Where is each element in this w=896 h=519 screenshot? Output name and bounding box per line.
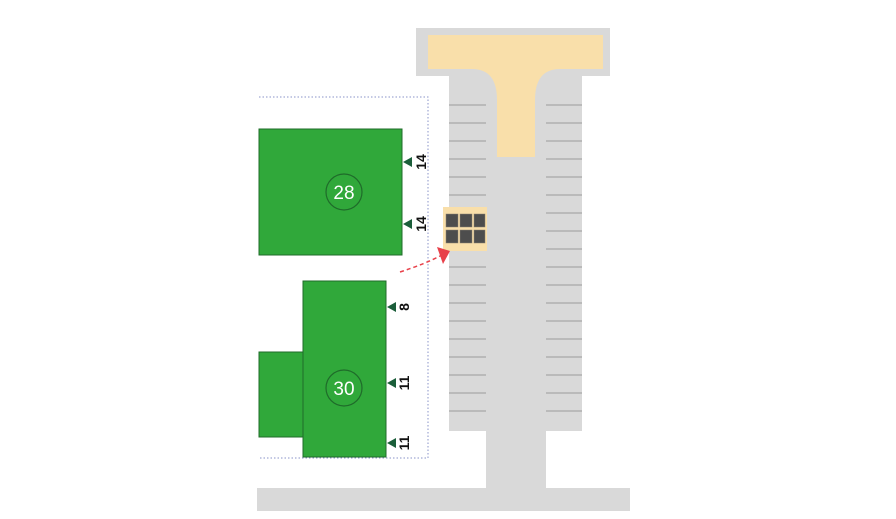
building-number-badge	[325, 369, 363, 407]
triangle-marker-icon	[403, 219, 412, 229]
entrance-label: 11	[396, 435, 412, 450]
road-network	[257, 28, 630, 511]
triangle-marker-icon	[387, 302, 396, 312]
entrance-marker[interactable]: 14	[403, 154, 429, 170]
entrance-marker[interactable]: 11	[387, 375, 412, 390]
entrance-marker[interactable]: 8	[387, 302, 412, 312]
building-number-badge	[325, 173, 363, 211]
building-number: 30	[333, 379, 354, 400]
triangle-marker-icon	[387, 438, 396, 448]
building-28[interactable]: 28	[258, 128, 403, 256]
entrance-marker[interactable]: 14	[403, 216, 429, 232]
access-road	[486, 430, 546, 490]
entrance-label: 11	[396, 375, 412, 390]
entrance-marker[interactable]: 11	[387, 435, 412, 450]
entrance-label: 14	[413, 216, 429, 232]
entrance-label: 8	[396, 303, 412, 311]
triangle-marker-icon	[403, 157, 412, 167]
building-30[interactable]: 30	[258, 280, 387, 458]
route-arrow	[399, 247, 450, 273]
building-annex	[258, 351, 304, 438]
site-boundary	[259, 96, 429, 459]
kiosk[interactable]	[443, 207, 487, 251]
triangle-marker-icon	[387, 378, 396, 388]
building-number: 28	[333, 183, 354, 204]
bottom-road	[257, 488, 630, 511]
plaza	[428, 35, 603, 157]
entrance-label: 14	[413, 154, 429, 170]
parking-stalls	[449, 104, 582, 412]
